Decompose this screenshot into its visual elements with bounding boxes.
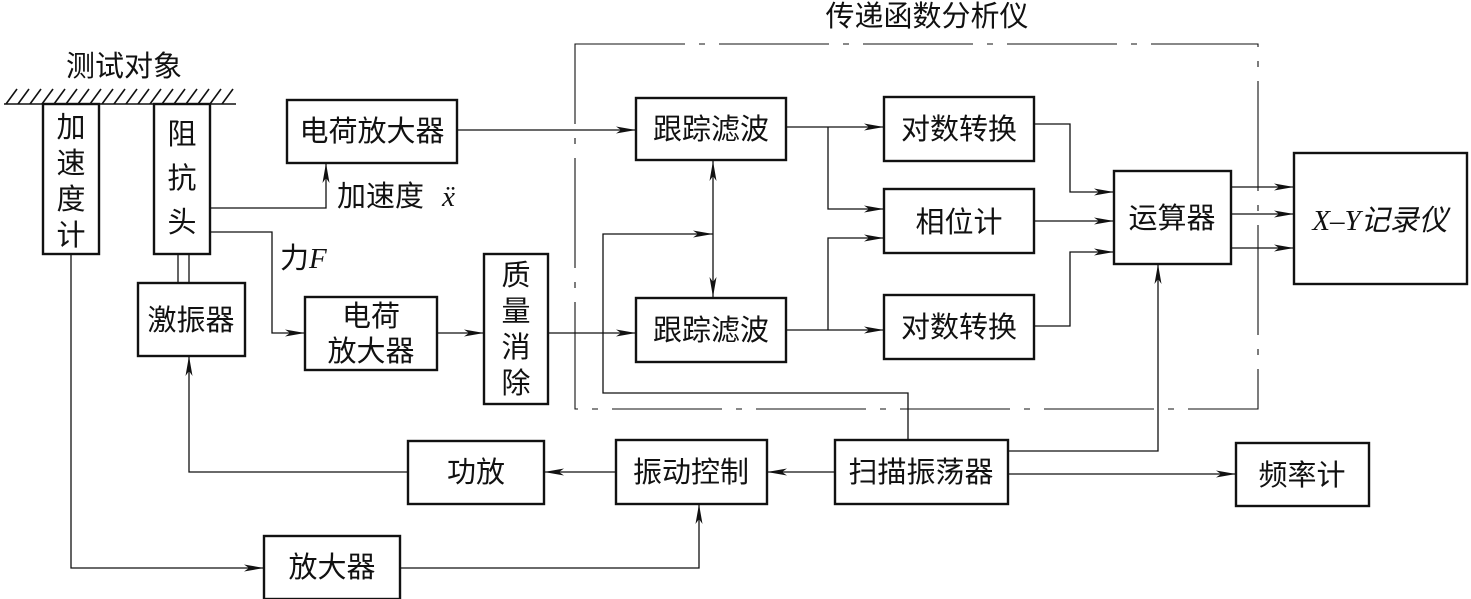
acceleration-label: 加速度 ẍ xyxy=(337,179,455,213)
ground-hatch-line xyxy=(17,88,30,105)
svg-text:F: F xyxy=(308,243,327,275)
mass-cancel-box xyxy=(482,252,550,406)
log-convert-bottom-box xyxy=(882,293,1036,361)
analyzer-title: 传递函数分析仪 xyxy=(825,0,1028,33)
ground-hatch-line xyxy=(5,88,18,105)
mass-cancel-char-2: 量 xyxy=(501,294,530,328)
ground-hatch-line xyxy=(89,88,102,105)
impedance-head-char-1: 阻 xyxy=(167,117,196,151)
ground-hatch-line xyxy=(53,88,66,105)
exciter-box xyxy=(136,281,247,358)
ground-hatch-line xyxy=(197,88,210,105)
mass-cancel-char-4: 除 xyxy=(501,366,530,400)
phase-meter-label: 相位计 xyxy=(915,205,1002,239)
ground-hatch-line xyxy=(101,88,114,105)
xy-recorder-label: X–Y记录仪 xyxy=(1311,205,1451,237)
force-label: 力 F xyxy=(280,241,327,275)
ground-hatch-line xyxy=(173,88,186,105)
svg-text:力: 力 xyxy=(280,241,309,275)
connections xyxy=(70,123,1294,572)
svg-text:ẍ: ẍ xyxy=(441,181,455,213)
charge-amp-mid-line-2: 放大器 xyxy=(327,334,414,368)
test-object-ground xyxy=(4,88,236,105)
sweep-oscillator-label: 扫描振荡器 xyxy=(848,455,993,489)
ground-hatch-line xyxy=(77,88,90,105)
ground-hatch-line xyxy=(41,88,54,105)
ground-hatch-line xyxy=(221,88,234,105)
ground-hatch-line xyxy=(29,88,42,105)
exciter-label: 激振器 xyxy=(147,303,234,337)
xy-recorder-box xyxy=(1292,151,1469,286)
track-filter-top-box xyxy=(634,96,788,162)
accelerometer-char-2: 速 xyxy=(56,146,85,180)
impedance-head-box xyxy=(152,102,212,256)
log-convert-top-label: 对数转换 xyxy=(901,112,1017,146)
accelerometer-box xyxy=(41,102,101,256)
mass-cancel-char-1: 质 xyxy=(501,258,530,292)
charge-amp-top-label: 电荷放大器 xyxy=(299,114,444,148)
calculator-box xyxy=(1112,169,1233,266)
analyzer-boundary xyxy=(574,43,1259,410)
amplifier-box xyxy=(262,534,402,599)
vibration-control-label: 振动控制 xyxy=(633,455,749,489)
ground-hatch-line xyxy=(185,88,198,105)
charge-amp-mid-line-1: 电荷 xyxy=(342,299,400,333)
ground-hatch-line xyxy=(113,88,126,105)
ground-hatch-line xyxy=(149,88,162,105)
mass-cancel-char-3: 消 xyxy=(501,330,530,364)
test-object-label: 测试对象 xyxy=(66,49,182,83)
amplifier-label: 放大器 xyxy=(288,550,375,584)
accelerometer-char-3: 度 xyxy=(56,182,85,216)
calculator-label: 运算器 xyxy=(1128,201,1215,235)
impedance-head-char-2: 抗 xyxy=(167,161,196,195)
ground-hatch-line xyxy=(161,88,174,105)
track-filter-top-label: 跟踪滤波 xyxy=(653,112,769,146)
ground-hatch-line xyxy=(209,88,222,105)
impedance-head-char-3: 头 xyxy=(167,205,196,239)
accelerometer-char-4: 计 xyxy=(56,218,85,252)
track-filter-bottom-label: 跟踪滤波 xyxy=(653,313,769,347)
charge-amp-top-box xyxy=(285,98,459,165)
log-convert-top-box xyxy=(882,95,1036,163)
ground-hatch-line xyxy=(125,88,138,105)
ground-hatch-line xyxy=(137,88,150,105)
ground-hatch-line xyxy=(65,88,78,105)
accelerometer-char-1: 加 xyxy=(56,110,85,144)
power-amp-label: 功放 xyxy=(447,455,505,489)
svg-text:加速度: 加速度 xyxy=(337,179,424,213)
track-filter-bottom-box xyxy=(634,296,788,364)
frequency-meter-label: 频率计 xyxy=(1258,458,1345,492)
log-convert-bottom-label: 对数转换 xyxy=(901,310,1017,344)
